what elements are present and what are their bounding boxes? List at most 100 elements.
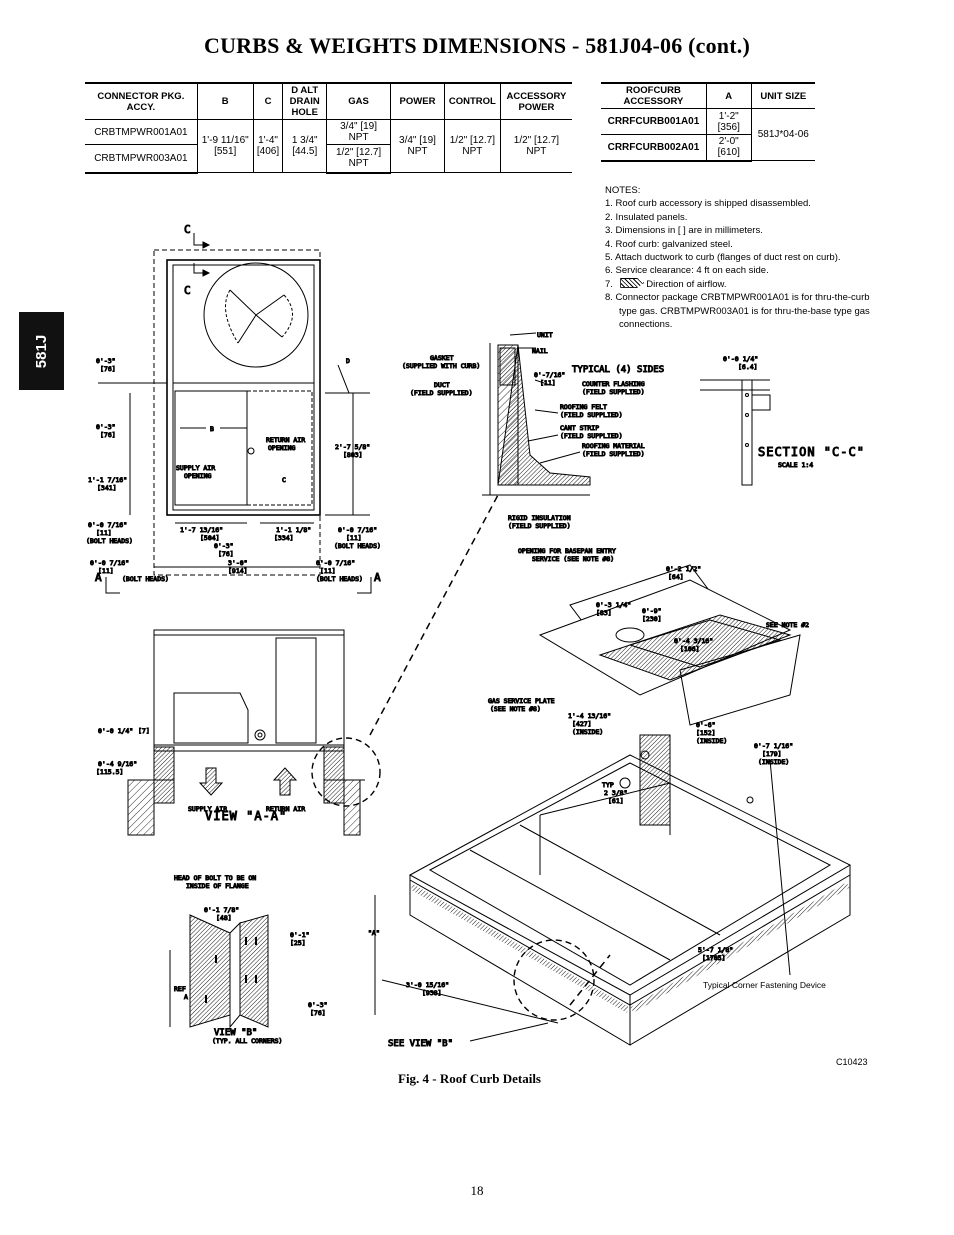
callout-label: TYPICAL (4) SIDES (572, 365, 664, 375)
cell-pkg: CRBTMPWR001A01 (85, 119, 198, 145)
dim-label: 0'-7 1/16" (754, 742, 793, 750)
figure-code: C10423 (836, 1057, 868, 1067)
dim-label: 0'-3" (308, 1001, 328, 1009)
return-air-label: OPENING (268, 444, 295, 452)
supply-air-label: SUPPLY AIR (176, 464, 215, 472)
col-header-a: A (705, 82, 752, 109)
notes-block: NOTES: 1. Roof curb accessory is shipped… (605, 184, 885, 331)
section-cc-title: SECTION "C-C" (758, 445, 865, 459)
connector-package-table: CONNECTOR PKG. ACCY. B C D ALT DRAIN HOL… (85, 82, 572, 174)
note-item: 6. Service clearance: 4 ft on each side. (605, 265, 769, 277)
section-cc-scale: SCALE 1:4 (778, 461, 813, 469)
dim-label: 5'-7 1/8" (698, 946, 733, 954)
dim-label: 0'-9" (642, 607, 662, 615)
dim-label: [341] (97, 484, 117, 492)
return-air-label: RETURN AIR (266, 436, 305, 444)
callout-label: (FIELD SUPPLIED) (410, 389, 473, 397)
dim-label: [504] (200, 534, 220, 542)
dim-label: 3'-0 15/16" (406, 981, 449, 989)
cell-b: 1'-9 11/16" [551] (196, 119, 254, 173)
callout-label: (SUPPLIED WITH CURB) (402, 362, 480, 370)
col-header-unit-size: UNIT SIZE (750, 82, 815, 109)
view-b-subtitle: (TYP. ALL CORNERS) (212, 1037, 282, 1045)
table-row: CRRFCURB001A01 1'-2" [356] 581J*04-06 (601, 108, 815, 161)
dim-label: [11] (346, 534, 362, 542)
view-b-title: VIEW "B" (214, 1028, 257, 1038)
col-header-accessory-power: ACCESSORY POWER (499, 82, 572, 120)
notes-list: 1. Roof curb accessory is shipped disass… (605, 197, 885, 331)
dim-label: 0'-0 7/16" (88, 521, 127, 529)
plan-view: C C A A D 2'-7 5/8" [803] 0'-3" [76] 0'-… (86, 223, 382, 594)
note-item: 1. Roof curb accessory is shipped disass… (605, 198, 811, 210)
dim-label: (INSIDE) (572, 728, 603, 736)
dim-label: (BOLT HEADS) (86, 537, 133, 545)
dim-label: [25] (290, 939, 306, 947)
dim-label: [803] (343, 451, 363, 459)
cell-unit-size: 581J*04-06 (750, 108, 815, 161)
dim-label: 1'-1 7/16" (88, 476, 127, 484)
dim-label: (BOLT HEADS) (316, 575, 363, 583)
dim-label: [61] (608, 797, 624, 805)
callout-label: NAIL (532, 347, 548, 355)
notes-heading: NOTES: (605, 185, 641, 196)
dim-c-label: C (282, 476, 286, 484)
dim-label: [76] (310, 1009, 326, 1017)
dim-label: (BOLT HEADS) (122, 575, 169, 583)
callout-label: GASKET (430, 354, 454, 362)
dim-label: 0'-0 1/4" (723, 355, 758, 363)
callout-label: SERVICE (SEE NOTE #8) (532, 555, 614, 563)
callout-label: ROOFING MATERIAL (582, 442, 645, 450)
dim-label: 1'-7 13/16" (180, 526, 223, 534)
callout-label: COUNTER FLASHING (582, 380, 645, 388)
dim-label: 0'-0 7/16" (338, 526, 377, 534)
col-header-d: D ALT DRAIN HOLE (282, 82, 327, 120)
cell-pkg: CRBTMPWR003A01 (85, 144, 198, 174)
dim-label: 0'-2 1/2" (666, 565, 701, 573)
dim-label: [64] (668, 573, 684, 581)
cell-accessory: CRRFCURB002A01 (601, 134, 707, 162)
dim-label: 2 3/8" (604, 789, 627, 797)
dim-label: TYP (602, 781, 614, 789)
dim-label: [179] (762, 750, 782, 758)
dim-label: 0'-3 1/4" (596, 601, 631, 609)
dim-label: [48] (216, 914, 232, 922)
dim-label: A (184, 993, 188, 1001)
callout-label: OPENING FOR BASEPAN ENTRY (518, 547, 616, 555)
dim-label: [11] (320, 567, 336, 575)
dim-label: [938] (422, 989, 442, 997)
note-item: 7. Direction of airflow. (605, 277, 885, 291)
note-item: 5. Attach ductwork to curb (flanges of d… (605, 252, 841, 264)
callout-label: (FIELD SUPPLIED) (582, 388, 645, 396)
dim-label: [115.5] (96, 768, 123, 776)
dim-label: 0'-3" (96, 423, 116, 431)
section-a-label: A (374, 571, 381, 584)
page-number: 18 (470, 1183, 484, 1198)
section-side-tab: 581J (19, 312, 64, 390)
supply-air-label: OPENING (184, 472, 211, 480)
cell-gas: 1/2" [12.7] NPT (326, 144, 391, 174)
dim-label: [76] (218, 550, 234, 558)
callout-label: (FIELD SUPPLIED) (560, 432, 623, 440)
callout-label: RIGID INSULATION (508, 514, 571, 522)
col-header-b: B (196, 82, 254, 120)
dim-a-label: "A" (368, 929, 380, 937)
see-view-b-label: SEE VIEW "B" (388, 1039, 453, 1049)
callout-label: SEE NOTE #2 (766, 621, 809, 629)
callout-label: DUCT (434, 381, 450, 389)
dim-label: 0'-4 3/16" (674, 637, 713, 645)
dim-label: 0'-7/16" (534, 371, 565, 379)
side-tab-label: 581J (33, 334, 50, 368)
note-item: 8. Connector package CRBTMPWR001A01 is f… (605, 292, 870, 331)
callout-label: ROOFING FELT (560, 403, 607, 411)
isometric-curb: OPENING FOR BASEPAN ENTRY SERVICE (SEE N… (368, 547, 852, 1050)
view-aa: SUPPLY AIR RETURN AIR VIEW "A-A" 0'-0 1/… (96, 629, 381, 836)
dim-label: 0'-6" (696, 721, 716, 729)
section-cc-detail: 0'-0 1/4" [6.4] SECTION "C-C" SCALE 1:4 (700, 355, 865, 486)
roof-curb-drawing: C C A A D 2'-7 5/8" [803] 0'-3" [76] 0'-… (86, 223, 865, 1050)
view-aa-title: VIEW "A-A" (205, 809, 287, 823)
dim-label: 0'-3" (214, 542, 234, 550)
note-7-number: 7. (605, 278, 613, 290)
callout-label: HEAD OF BOLT TO BE ON (174, 874, 256, 882)
supply-air-label: SUPPLY AIR (188, 805, 227, 813)
curb-edge-detail: UNIT NAIL GASKET (SUPPLIED WITH CURB) TY… (402, 331, 665, 531)
